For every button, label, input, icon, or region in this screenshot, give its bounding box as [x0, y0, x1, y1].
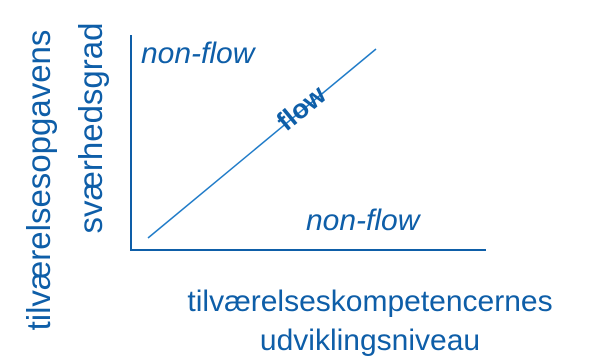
y-axis-label-line2: sværhedsgrad [72, 23, 109, 234]
x-axis-label-line2: udviklingsniveau [260, 324, 480, 357]
lower-region-label: non-flow [306, 204, 422, 237]
flow-diagonal-line [147, 48, 377, 239]
y-axis-label-line1: tilværelsesopgavens [20, 30, 57, 331]
x-axis-label-line1: tilværelseskompetencernes [187, 285, 552, 318]
upper-region-label: non-flow [141, 37, 257, 70]
